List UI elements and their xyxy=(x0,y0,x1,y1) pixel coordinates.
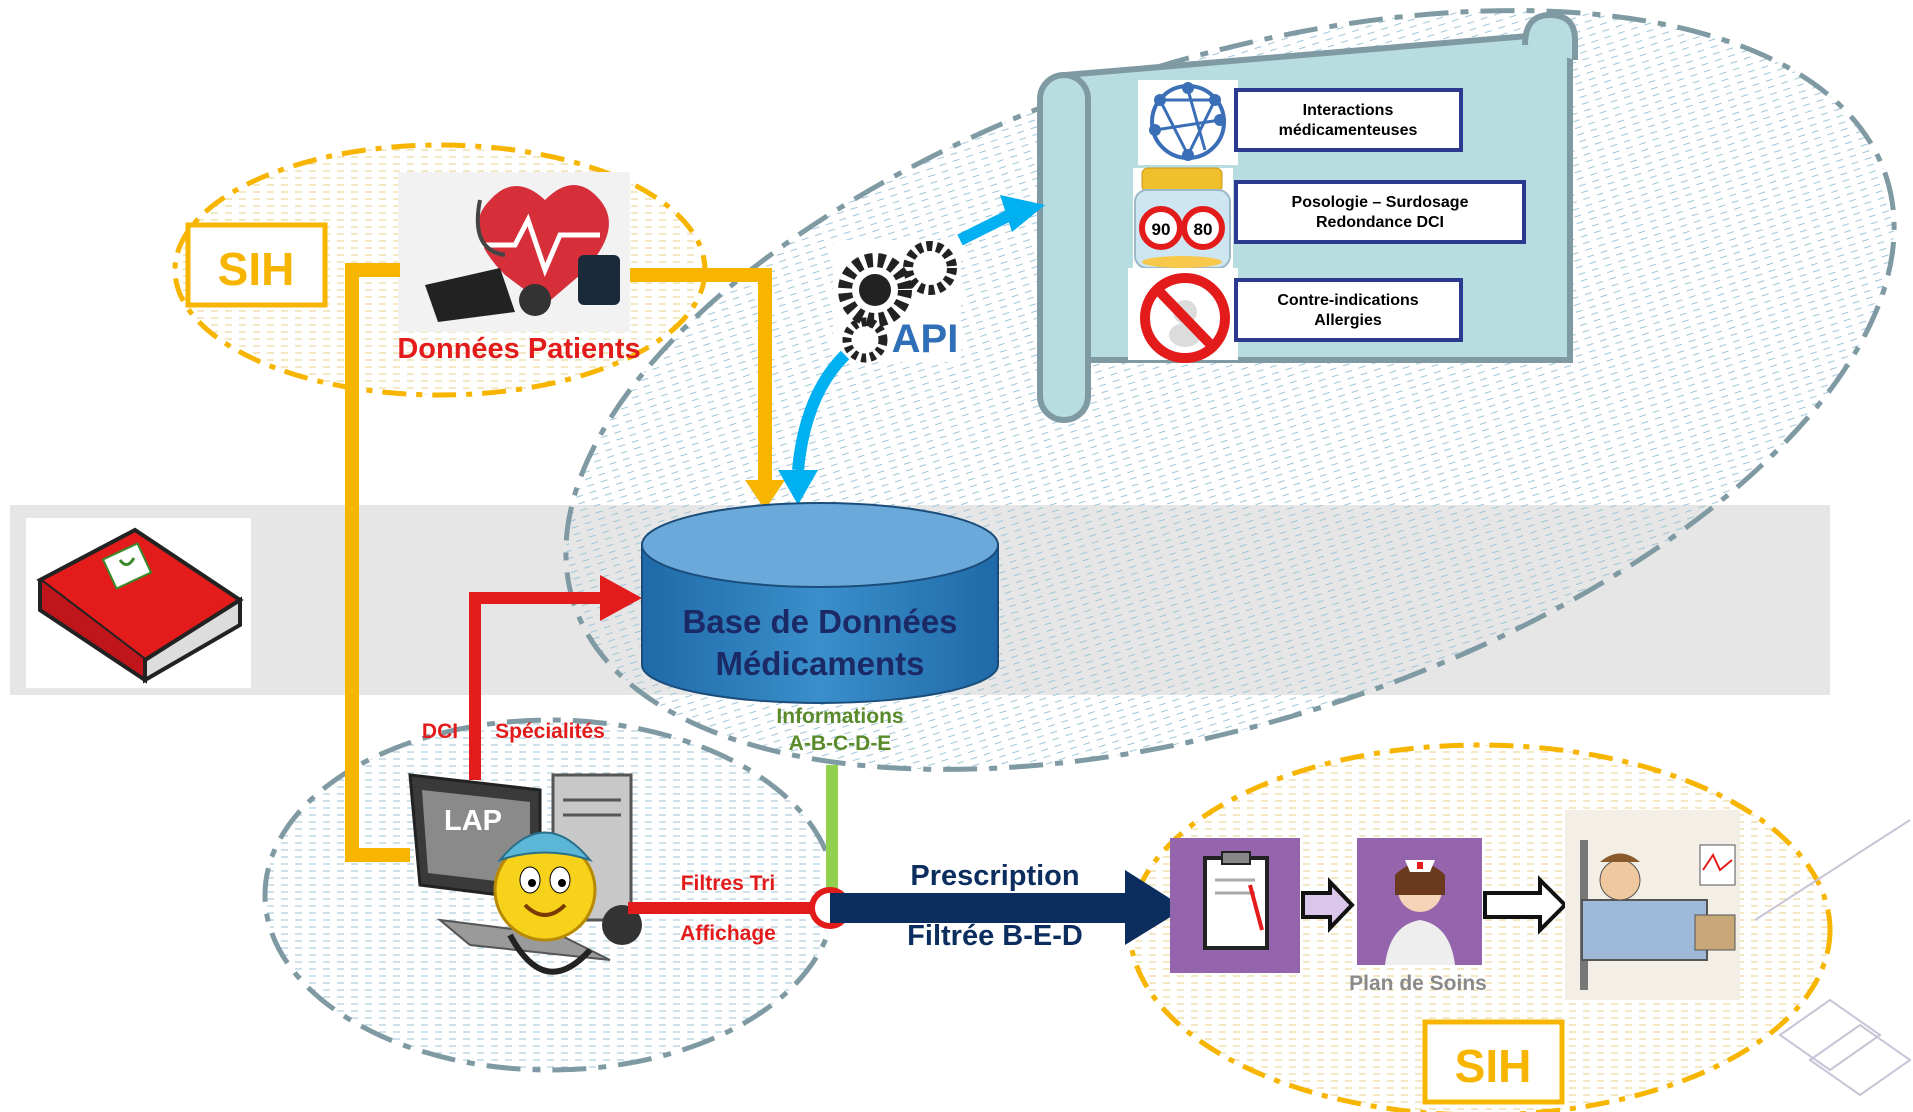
corner-decoration xyxy=(1754,819,1912,1097)
network-icon xyxy=(1138,80,1238,165)
box-interactions: Interactions médicamenteuses xyxy=(1234,88,1463,152)
gears-icon: API xyxy=(833,240,961,363)
book-icon xyxy=(26,518,251,688)
database-label-1: Base de Données xyxy=(682,603,957,640)
svg-text:Contre-indications: Contre-indications xyxy=(1277,292,1418,309)
speed-sign-90: 90 xyxy=(1152,220,1171,239)
informations-label-1: Informations xyxy=(776,705,903,728)
arrowhead-cyan-up xyxy=(1000,195,1045,232)
specialites-label: Spécialités xyxy=(495,720,605,743)
flow-api-to-db xyxy=(792,350,850,471)
filtres-tri-label: Filtres Tri xyxy=(681,872,776,895)
database-cylinder xyxy=(641,502,999,704)
nurse-icon xyxy=(1357,838,1482,965)
prescription-label-1: Prescription xyxy=(910,860,1079,892)
arrowhead-navy xyxy=(1125,870,1185,945)
arrow-to-patient xyxy=(1483,875,1568,935)
sih-box-top xyxy=(185,222,328,308)
sih-label-top: SIH xyxy=(218,243,295,295)
clipboard-icon xyxy=(1170,838,1300,973)
informations-label-2: A-B-C-D-E xyxy=(789,732,892,755)
box-posologie: Posologie – Surdosage Redondance DCI xyxy=(1234,180,1526,244)
pill-jar-icon: 90 80 xyxy=(1133,167,1233,269)
speed-sign-80: 80 xyxy=(1194,220,1213,239)
arrow-to-nurse xyxy=(1301,877,1355,933)
svg-text:Interactions: Interactions xyxy=(1303,102,1394,119)
affichage-label: Affichage xyxy=(680,922,776,945)
box-contre-indications: Contre-indications Allergies xyxy=(1234,278,1463,342)
sih-box-bottom xyxy=(1422,1019,1565,1105)
arrowhead-cyan-down xyxy=(778,470,818,505)
doctor-smiley-icon xyxy=(493,831,642,975)
svg-text:Allergies: Allergies xyxy=(1314,312,1382,329)
prescription-label-2: Filtrée B-E-D xyxy=(907,920,1083,952)
api-label: API xyxy=(892,317,959,361)
arrowhead-gold xyxy=(745,480,785,510)
medical-devices-icon xyxy=(398,172,630,332)
flow-patients-to-db xyxy=(630,268,772,490)
svg-text:Posologie – Surdosage: Posologie – Surdosage xyxy=(1292,194,1469,211)
svg-text:Redondance DCI: Redondance DCI xyxy=(1316,214,1444,231)
arrowhead-red xyxy=(600,575,642,621)
flow-lap-to-db xyxy=(469,592,600,780)
flow-prescription xyxy=(830,893,1130,923)
database-label-2: Médicaments xyxy=(715,645,924,682)
no-entry-icon xyxy=(1128,268,1238,363)
hospital-bed-icon xyxy=(1565,810,1740,1000)
computer-icon xyxy=(408,773,633,961)
donnees-patients-label: Données Patients xyxy=(397,333,640,365)
flow-patients-to-lap xyxy=(345,263,410,862)
sih-label-bottom: SIH xyxy=(1455,1040,1532,1092)
plan-de-soins-label: Plan de Soins xyxy=(1349,972,1487,995)
flow-api-to-scroll xyxy=(957,209,1013,246)
lap-label: LAP xyxy=(444,805,502,837)
dci-label: DCI xyxy=(422,720,458,743)
svg-text:médicamenteuses: médicamenteuses xyxy=(1279,122,1418,139)
